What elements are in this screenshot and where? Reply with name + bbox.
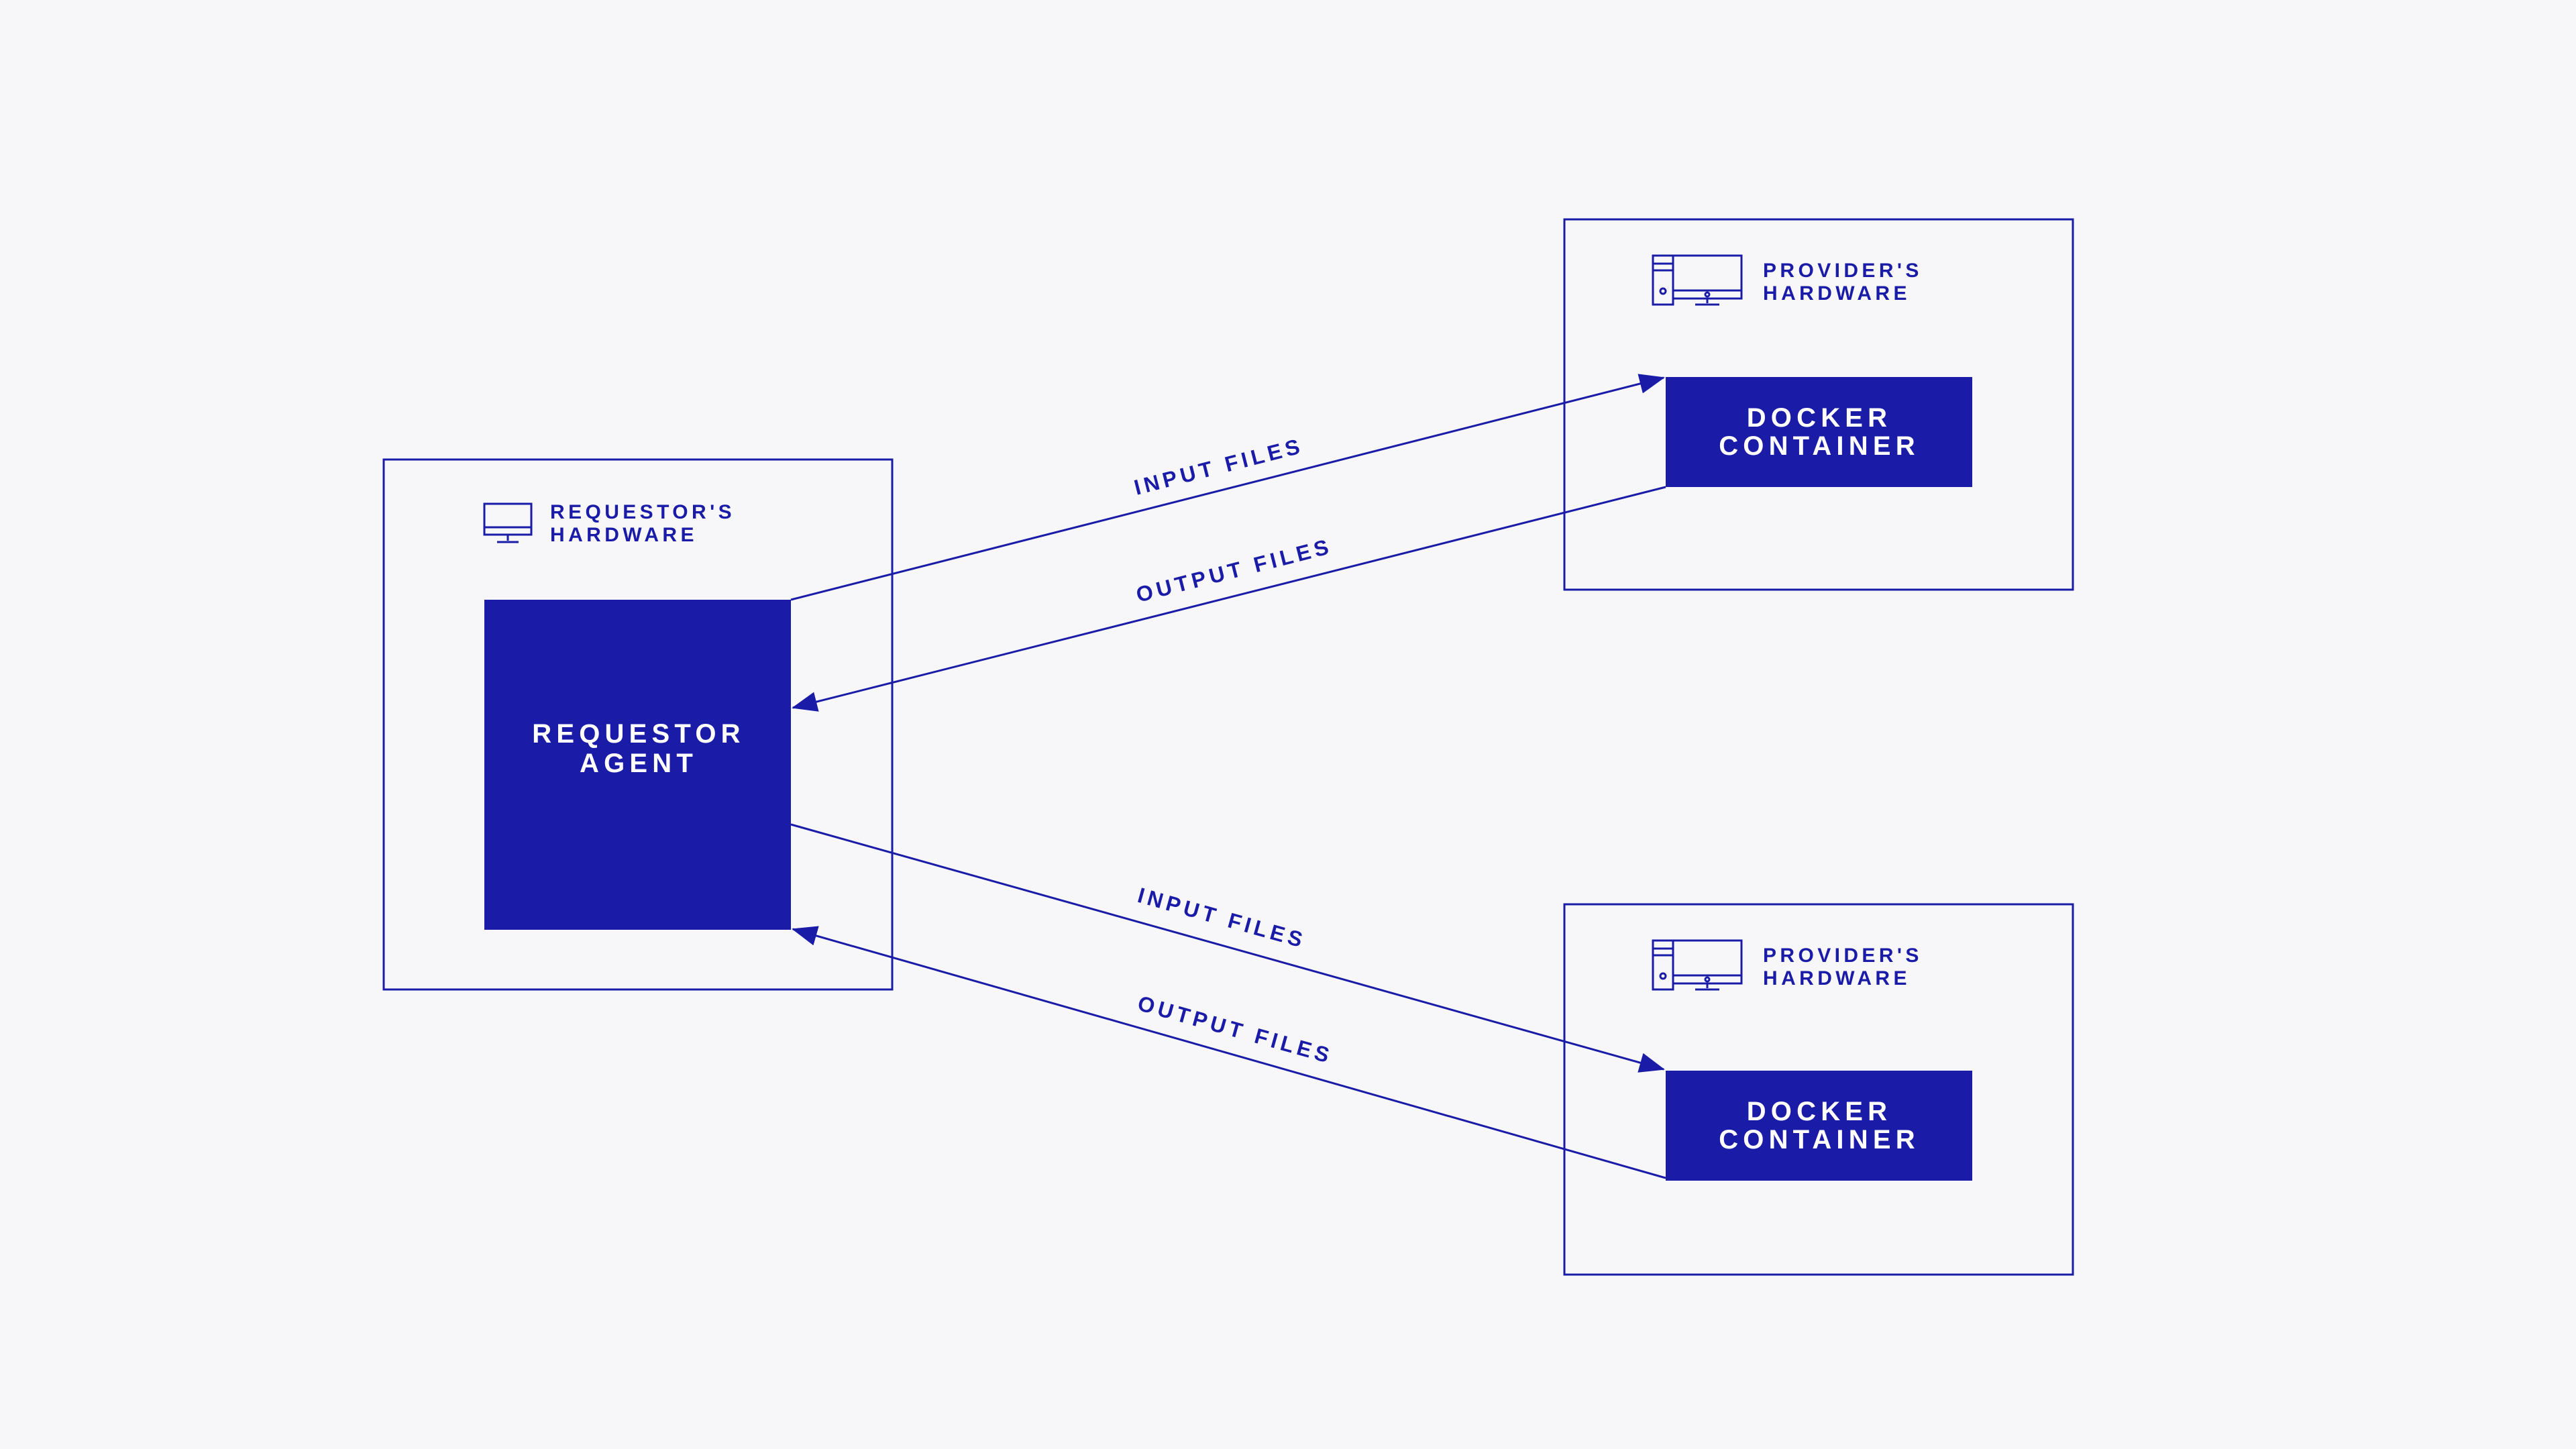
edge-label-input-files-top: INPUT FILES	[1132, 433, 1306, 500]
monitor-icon	[483, 502, 533, 543]
docker-container-label-line1: DOCKER	[1747, 403, 1892, 433]
requestor-agent-label-line2: AGENT	[580, 749, 698, 778]
provider-hardware-frame-2	[1563, 903, 2074, 1276]
docker-container-box-1: DOCKER CONTAINER	[1666, 377, 1972, 487]
edge-label-output-files-bottom: OUTPUT FILES	[1135, 991, 1336, 1068]
docker-container-label-line2: CONTAINER	[1719, 1125, 1920, 1155]
desktop-computer-icon	[1652, 254, 1743, 306]
provider-hardware-label-line2: HARDWARE	[1763, 967, 1911, 989]
arrow-input-files-bottom	[790, 823, 1665, 1073]
requestor-hardware-label-line1: REQUESTOR'S	[550, 501, 735, 523]
requestor-hardware-label-line2: HARDWARE	[550, 524, 698, 546]
arrow-input-files-top	[790, 374, 1665, 601]
provider-hardware-label-line1: PROVIDER'S	[1763, 260, 1923, 282]
docker-container-label-line2: CONTAINER	[1719, 431, 1920, 461]
docker-container-label-line1: DOCKER	[1747, 1097, 1892, 1126]
arrow-output-files-bottom	[792, 926, 1666, 1179]
desktop-computer-icon	[1652, 939, 1743, 991]
requestor-agent-label-line1: REQUESTOR	[532, 719, 745, 749]
requestor-hardware-frame	[382, 458, 894, 991]
provider-hardware-frame-1	[1563, 218, 2074, 591]
arrow-output-files-top	[792, 486, 1666, 712]
docker-container-box-2: DOCKER CONTAINER	[1666, 1071, 1972, 1181]
requestor-agent-box: REQUESTOR AGENT	[484, 600, 791, 930]
edge-label-input-files-bottom: INPUT FILES	[1135, 883, 1309, 953]
provider-hardware-label-line1: PROVIDER'S	[1763, 945, 1923, 967]
provider-hardware-label-line2: HARDWARE	[1763, 282, 1911, 305]
